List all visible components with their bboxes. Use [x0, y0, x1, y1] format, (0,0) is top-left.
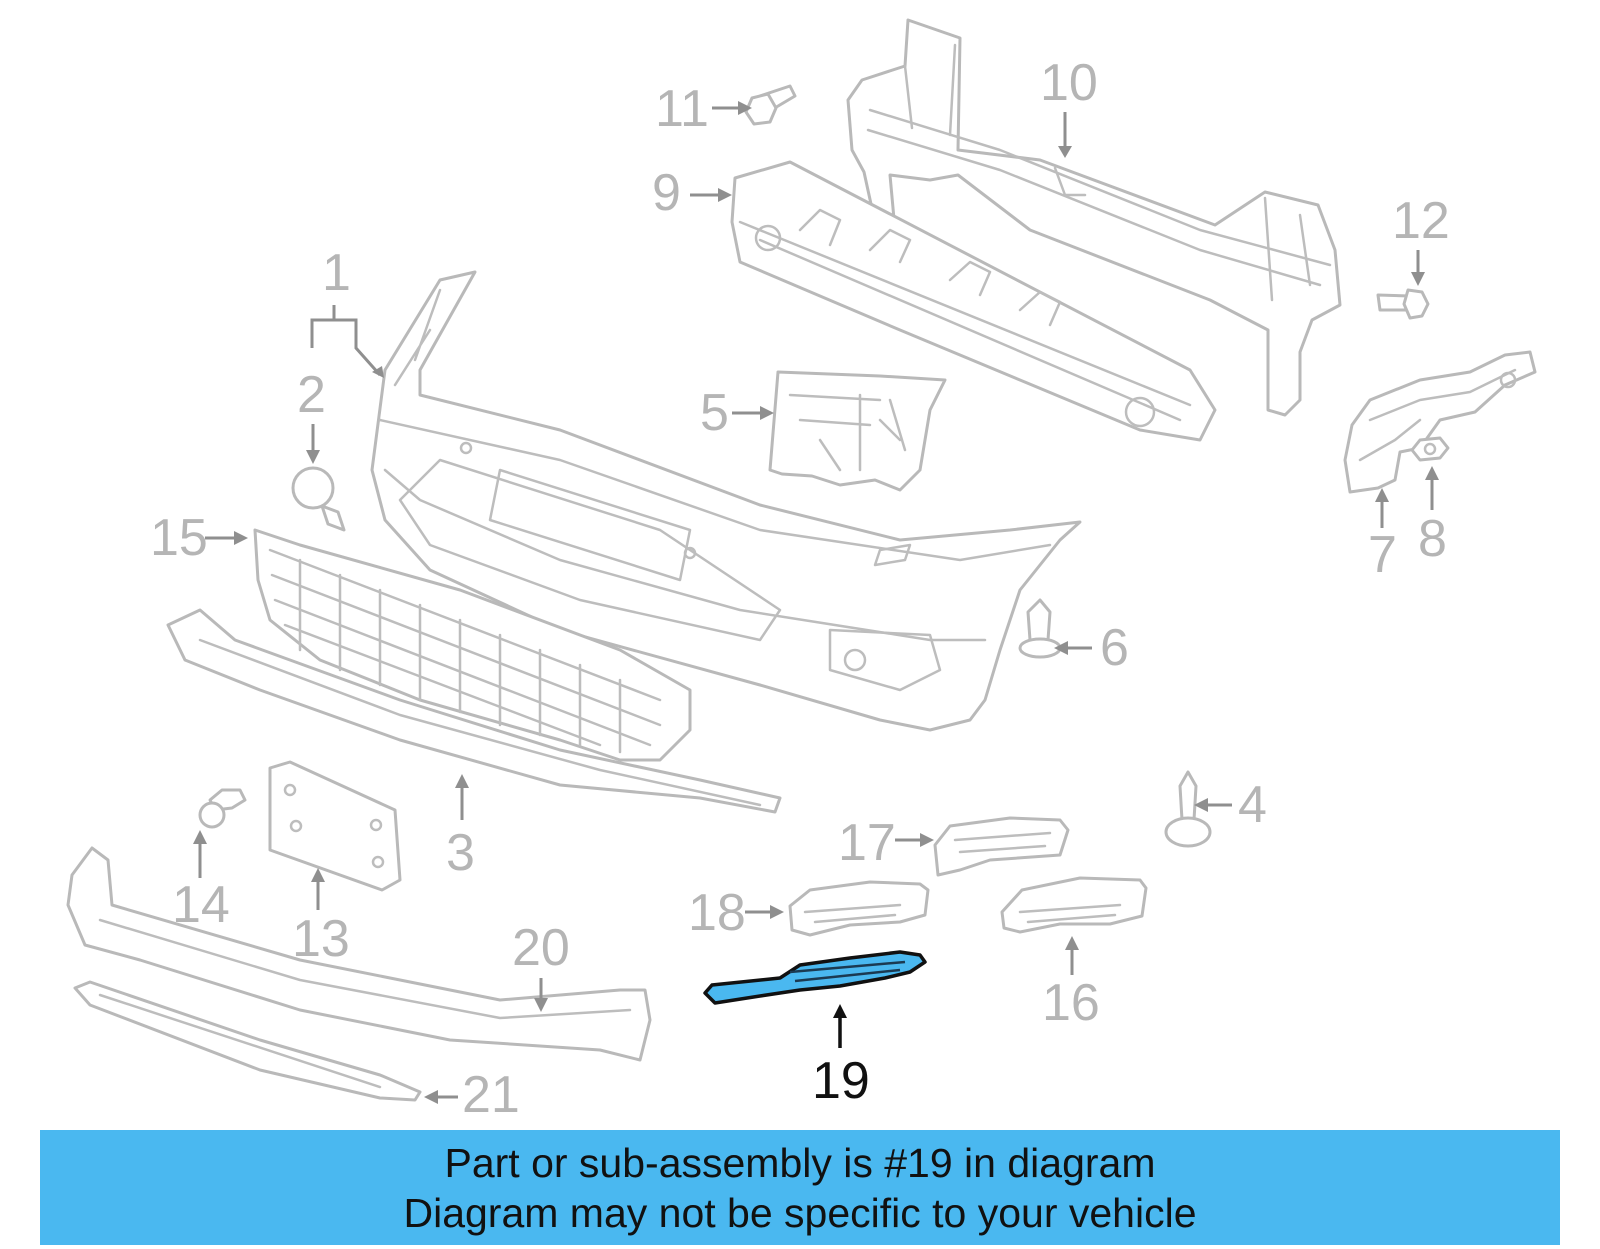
part-11-bolt	[744, 84, 797, 126]
part-17-insert	[933, 816, 1070, 877]
callout-21: 21	[424, 1066, 520, 1124]
part-20-lip	[66, 846, 652, 1062]
svg-text:13: 13	[292, 910, 350, 968]
part-6-pin	[1018, 598, 1062, 659]
callout-20: 20	[512, 919, 570, 1012]
banner-line-2: Diagram may not be specific to your vehi…	[403, 1189, 1197, 1236]
part-4-pin	[1164, 770, 1212, 848]
callout-6: 6	[1054, 619, 1129, 677]
callout-8: 8	[1418, 466, 1447, 568]
svg-text:19: 19	[812, 1052, 870, 1110]
callout-16: 16	[1042, 936, 1100, 1032]
svg-text:5: 5	[700, 384, 729, 442]
svg-text:21: 21	[462, 1066, 520, 1124]
part-16-bezel	[1000, 876, 1148, 934]
callout-9: 9	[652, 164, 732, 222]
svg-text:4: 4	[1238, 776, 1267, 834]
part-13-license-bracket	[268, 760, 402, 892]
callout-1: 1	[310, 244, 384, 378]
callout-11: 11	[655, 80, 752, 138]
svg-text:18: 18	[688, 884, 746, 942]
part-19-trim-highlighted	[703, 950, 927, 1005]
part-21-molding	[73, 980, 422, 1102]
svg-text:7: 7	[1368, 526, 1397, 584]
svg-text:6: 6	[1100, 619, 1129, 677]
part-12-bolt	[1376, 288, 1430, 320]
svg-text:10: 10	[1040, 54, 1098, 112]
callout-15: 15	[150, 509, 248, 567]
callout-13: 13	[292, 868, 350, 968]
part-9-absorber	[730, 160, 1217, 442]
svg-text:16: 16	[1042, 974, 1100, 1032]
svg-text:15: 15	[150, 509, 208, 567]
svg-text:12: 12	[1392, 192, 1450, 250]
banner-line-1: Part or sub-assembly is #19 in diagram	[444, 1139, 1156, 1186]
callout-10: 10	[1040, 54, 1098, 158]
part-7-bracket	[1343, 350, 1537, 494]
svg-text:11: 11	[655, 80, 709, 138]
svg-text:2: 2	[297, 366, 326, 424]
part-2-tow-cap	[291, 466, 346, 532]
part-19-outline	[703, 950, 927, 1005]
callout-5: 5	[700, 384, 774, 442]
svg-text:17: 17	[838, 814, 896, 872]
info-banner: Part or sub-assembly is #19 in diagram D…	[40, 1130, 1560, 1245]
part-14-clip	[198, 788, 247, 829]
svg-text:3: 3	[446, 824, 475, 882]
callout-12: 12	[1392, 192, 1450, 286]
svg-text:20: 20	[512, 919, 570, 977]
part-5-bracket	[768, 370, 947, 492]
callout-18: 18	[688, 884, 784, 942]
callout-3: 3	[446, 774, 475, 882]
callout-17: 17	[838, 814, 934, 872]
part-15-lower-grille	[253, 528, 692, 762]
callout-19: 19	[812, 1004, 870, 1110]
svg-text:1: 1	[322, 244, 351, 302]
part-3-valance	[166, 608, 782, 814]
callout-14: 14	[172, 830, 230, 934]
part-8-clip	[1410, 436, 1450, 462]
callout-2: 2	[297, 366, 326, 464]
part-18-bezel	[788, 880, 930, 937]
svg-text:8: 8	[1418, 510, 1447, 568]
callout-7: 7	[1368, 488, 1397, 584]
svg-text:9: 9	[652, 164, 681, 222]
callout-4: 4	[1194, 776, 1267, 834]
